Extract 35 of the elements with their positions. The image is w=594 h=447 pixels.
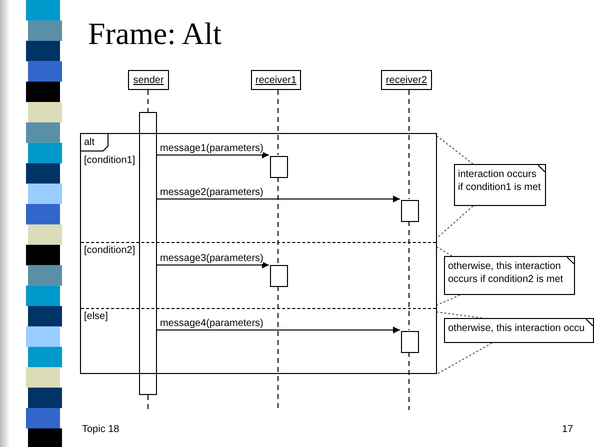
edge-label: message2(parameters)	[160, 187, 264, 198]
edge-label: message4(parameters)	[160, 318, 264, 329]
note-box: otherwise, this interaction occurs if condition2 is met	[444, 256, 575, 295]
activation-box	[270, 156, 288, 178]
edge-label: message1(parameters)	[160, 143, 264, 154]
lifeline	[408, 90, 410, 200]
lifeline-head: sender	[128, 70, 169, 90]
activation-box	[401, 331, 419, 353]
leader-line	[436, 294, 460, 306]
guard-condition: [condition1]	[84, 155, 136, 167]
edge-label: message3(parameters)	[160, 253, 264, 264]
lifeline-head: receiver2	[381, 70, 432, 90]
leader-line	[436, 246, 452, 256]
note-box: otherwise, this interaction occu	[444, 318, 594, 343]
frame-operator: alt	[84, 137, 95, 149]
guard-condition: [else]	[84, 311, 108, 323]
lifeline	[408, 352, 410, 410]
page-number: 17	[562, 423, 574, 437]
message-arrow	[156, 262, 270, 268]
message-arrow	[156, 196, 400, 202]
message-arrow	[156, 152, 270, 158]
leader-line	[436, 206, 474, 238]
guard-condition: [condition2]	[84, 245, 136, 257]
leader-line	[436, 342, 492, 374]
leader-line	[436, 136, 474, 164]
activation-bar	[139, 112, 157, 395]
lifeline-head: receiver1	[251, 70, 301, 90]
slide-title: Frame: Alt	[88, 16, 222, 52]
message-arrow	[156, 326, 400, 334]
activation-box	[270, 265, 288, 287]
footer-text: Topic 18	[82, 423, 120, 437]
lifeline	[408, 220, 410, 330]
activation-box	[401, 200, 419, 222]
note-box: interaction occurs if condition1 is met	[454, 164, 546, 206]
leader-line	[436, 312, 482, 318]
